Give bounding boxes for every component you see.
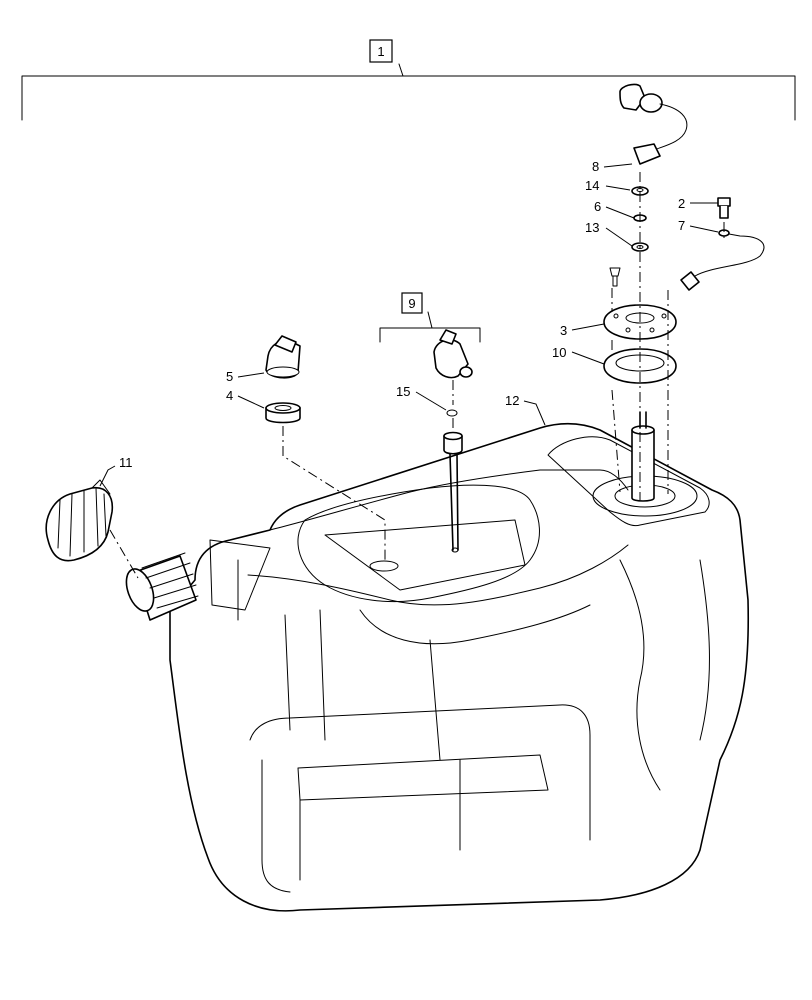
filler-neck [125, 552, 199, 621]
callout-11: 11 [119, 455, 133, 470]
callout-10: 10 [552, 345, 566, 360]
callout-3: 3 [560, 323, 567, 338]
leader-lines [99, 163, 719, 487]
callout-12: 12 [505, 393, 519, 408]
vent-valve [433, 329, 473, 379]
callout-9: 9 [408, 296, 415, 311]
callout-7: 7 [678, 218, 685, 233]
sender-harness [619, 83, 688, 165]
callout-4: 4 [226, 388, 233, 403]
callout-6: 6 [594, 199, 601, 214]
vent-tube [443, 431, 463, 551]
bolt-2 [717, 197, 731, 219]
callout-9-box: 9 [401, 292, 423, 314]
ground-wire-7 [680, 229, 765, 291]
callout-2: 2 [678, 196, 685, 211]
screw-small [609, 267, 621, 287]
callout-5: 5 [226, 369, 233, 384]
assembly-bracket [21, 63, 796, 121]
fuel-cap [45, 479, 114, 562]
o-ring-15 [446, 409, 458, 417]
check-valve [265, 335, 301, 379]
callout-1: 1 [377, 44, 384, 59]
fuel-sender-tube [631, 411, 655, 502]
callout-13: 13 [585, 220, 599, 235]
callout-15: 15 [396, 384, 410, 399]
vent-valve-bracket [379, 311, 481, 343]
grommet [265, 402, 301, 424]
fuel-tank-body [169, 422, 750, 912]
callout-labels: 8 14 6 13 2 7 3 10 5 4 15 12 11 [119, 159, 685, 470]
callout-1-box: 1 [369, 39, 393, 63]
assembly-lines [109, 172, 725, 579]
callout-14: 14 [585, 178, 599, 193]
callout-8: 8 [592, 159, 599, 174]
